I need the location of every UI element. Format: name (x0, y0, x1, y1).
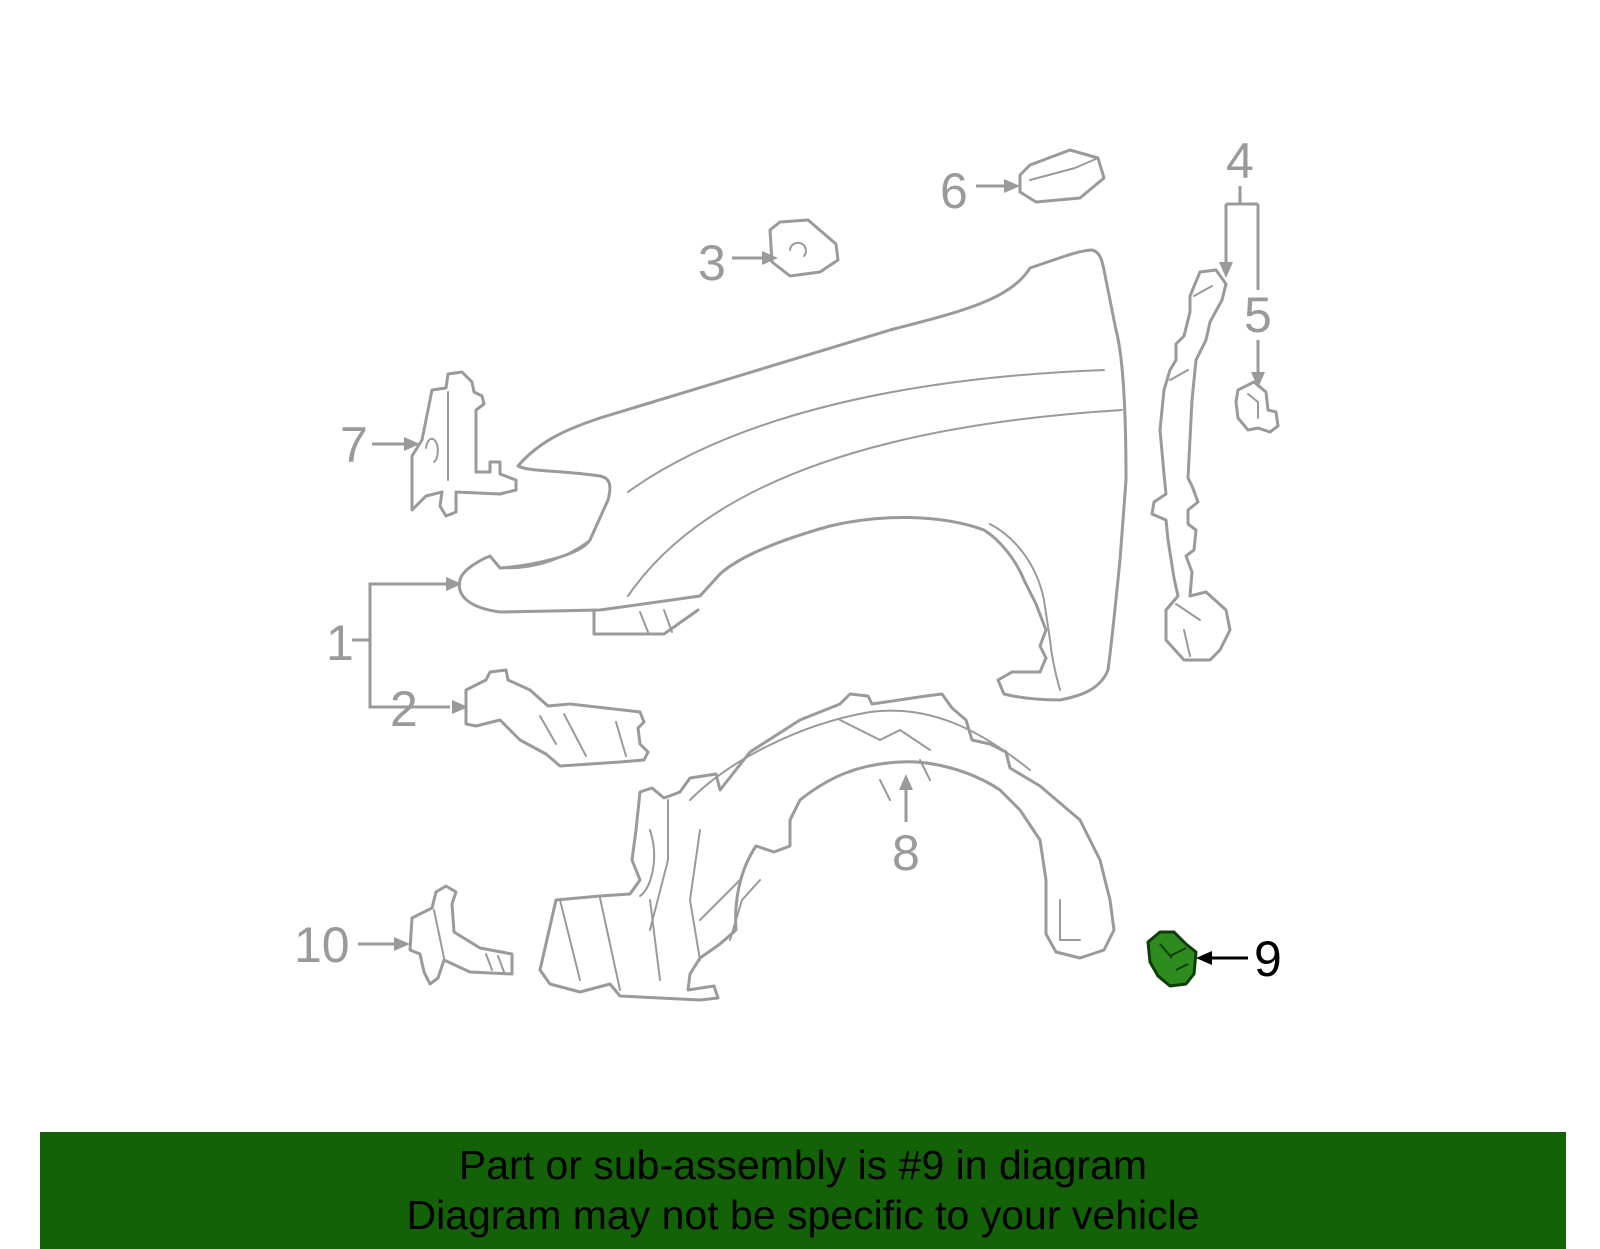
callout-6: 6 (940, 163, 968, 219)
callout-1: 1 (326, 615, 354, 671)
part-2-bracket[interactable] (464, 668, 650, 768)
part-10-bracket[interactable] (408, 884, 514, 986)
part-3-clip[interactable] (768, 218, 840, 278)
callout-10: 10 (294, 917, 350, 973)
part-9-clip-highlighted[interactable] (1146, 930, 1198, 988)
callout-8: 8 (892, 825, 920, 881)
part-4-bracket[interactable] (1150, 268, 1232, 662)
info-banner: Part or sub-assembly is #9 in diagram Di… (40, 1132, 1566, 1249)
banner-line-1: Part or sub-assembly is #9 in diagram (458, 1142, 1148, 1188)
callout-7: 7 (340, 417, 368, 473)
callout-3: 3 (698, 235, 726, 291)
part-8-liner[interactable] (538, 692, 1116, 1002)
part-5-clip[interactable] (1234, 380, 1280, 434)
part-6-cap[interactable] (1018, 148, 1106, 204)
callout-5: 5 (1244, 287, 1272, 343)
callout-2: 2 (390, 681, 418, 737)
part-7-bracket[interactable] (410, 370, 518, 518)
banner-line-2: Diagram may not be specific to your vehi… (406, 1192, 1200, 1238)
part-1-fender[interactable] (457, 248, 1128, 702)
callout-9: 9 (1254, 931, 1282, 987)
leader-lines (352, 179, 1265, 965)
callout-4: 4 (1226, 133, 1254, 189)
